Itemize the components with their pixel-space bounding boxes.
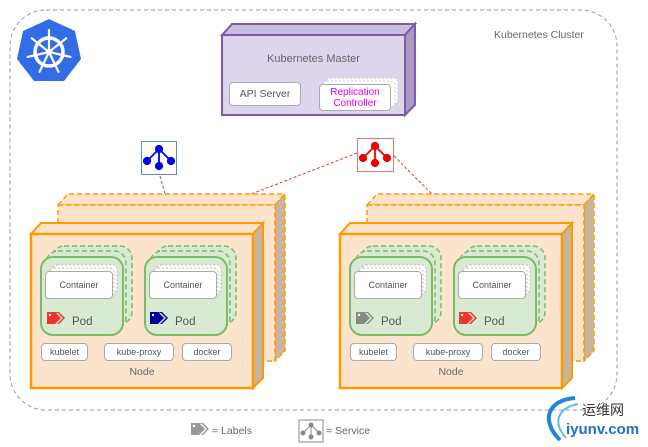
watermark-cn-text: 运维网 xyxy=(582,402,624,418)
watermark-domain-text: iyunv.com xyxy=(566,421,640,438)
watermark-logo-icon xyxy=(547,396,579,442)
container-label: Container xyxy=(163,280,203,290)
legend-service-icon xyxy=(298,419,324,443)
agent-docker[interactable]: docker xyxy=(491,343,541,361)
cluster-boundary xyxy=(9,9,618,411)
container-box[interactable]: Container xyxy=(458,271,526,299)
container-label: Container xyxy=(368,280,408,290)
node-1: Container Container Pod Pod kubelet kube… xyxy=(22,191,292,391)
container-box[interactable]: Container xyxy=(149,271,217,299)
agent-kube-proxy[interactable]: kube-proxy xyxy=(104,343,174,361)
kubernetes-logo-icon xyxy=(17,19,81,81)
node-2: Container Container Pod Pod kubelet kube… xyxy=(331,191,601,391)
agent-label: kubelet xyxy=(49,347,80,357)
node-label: Node xyxy=(129,366,155,378)
pod-label-tag-icon xyxy=(47,312,65,324)
agent-kube-proxy[interactable]: kube-proxy xyxy=(413,343,483,361)
agent-label: docker xyxy=(193,347,221,357)
pod-label-tag-icon xyxy=(356,312,374,324)
pod-label: Pod xyxy=(484,316,505,328)
agent-label: kube-proxy xyxy=(116,347,162,357)
legend-labels-text: = Labels xyxy=(212,425,252,437)
replication-controller-box[interactable]: Replication Controller xyxy=(319,84,391,111)
agent-label: docker xyxy=(502,347,530,357)
service-red-icon[interactable] xyxy=(357,138,394,172)
agent-kubelet[interactable]: kubelet xyxy=(350,343,397,361)
agent-docker[interactable]: docker xyxy=(182,343,232,361)
master-title: Kubernetes Master xyxy=(267,53,360,65)
agent-kubelet[interactable]: kubelet xyxy=(41,343,88,361)
rc-label-line2: Controller xyxy=(333,97,377,109)
pod-label: Pod xyxy=(175,316,196,328)
api-server-box[interactable]: API Server xyxy=(229,82,301,106)
pod-label-tag-icon xyxy=(150,312,168,324)
api-server-label: API Server xyxy=(239,88,291,100)
node-label: Node xyxy=(438,366,464,378)
agent-label: kubelet xyxy=(358,347,389,357)
legend-service-text: = Service xyxy=(326,425,371,437)
rc-label-line1: Replication xyxy=(330,86,380,98)
pod-label-tag-icon xyxy=(459,312,477,324)
service-blue-icon[interactable] xyxy=(141,141,177,175)
cluster-label: Kubernetes Cluster xyxy=(494,29,584,41)
pod-label: Pod xyxy=(72,316,93,328)
agent-label: kube-proxy xyxy=(425,347,471,357)
legend-label-tag-icon xyxy=(191,423,209,435)
container-box[interactable]: Container xyxy=(45,271,113,299)
container-box[interactable]: Container xyxy=(354,271,422,299)
container-label: Container xyxy=(472,280,512,290)
pod-label: Pod xyxy=(381,316,402,328)
container-label: Container xyxy=(59,280,99,290)
